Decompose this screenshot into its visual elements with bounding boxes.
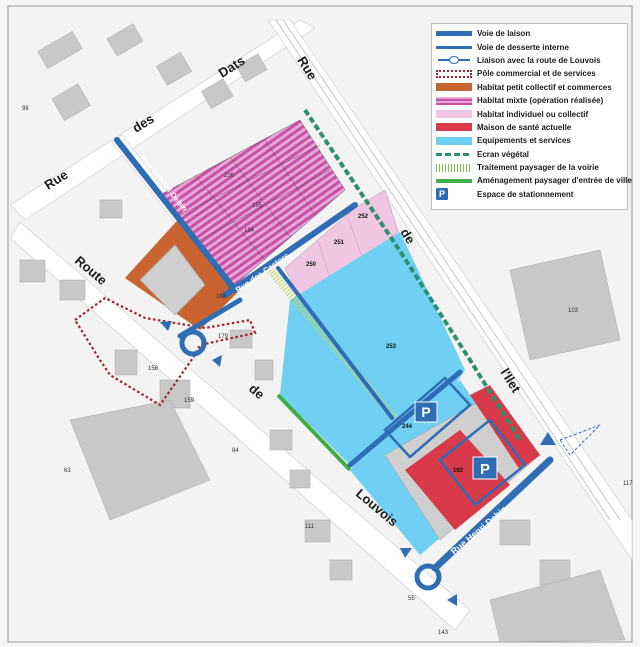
legend-swatch xyxy=(436,152,472,156)
legend-item-traitement: Traitement paysager de la voirie xyxy=(436,161,623,174)
amenagement-entree-ville xyxy=(276,393,352,472)
svg-text:111: 111 xyxy=(305,524,315,530)
legend-swatch xyxy=(436,110,472,119)
svg-text:P: P xyxy=(421,404,430,420)
legend-label: Ecran végétal xyxy=(477,149,530,159)
voie-rue-gabriel-debin xyxy=(114,137,238,293)
zone-habitat-petit-collectif xyxy=(125,212,240,330)
parking-symbol-2: P xyxy=(472,456,498,480)
legend-item-voie-desserte: Voie de desserte interne xyxy=(436,40,623,53)
street-route-de-louvois xyxy=(9,221,471,631)
svg-text:55: 55 xyxy=(408,596,415,602)
map-legend: Voie de laison Voie de desserte interne … xyxy=(431,23,632,210)
legend-swatch xyxy=(436,83,472,92)
legend-swatch xyxy=(436,178,472,183)
svg-text:159: 159 xyxy=(184,398,195,404)
rail-lines xyxy=(275,19,621,521)
svg-text:252: 252 xyxy=(358,214,369,220)
legend-swatch xyxy=(436,123,472,132)
parking-icon: P xyxy=(436,188,448,201)
legend-label: Liaison avec la route de Louvois xyxy=(477,55,601,65)
voie-rue-des-castors xyxy=(222,202,358,298)
svg-text:117: 117 xyxy=(623,481,633,487)
svg-text:251: 251 xyxy=(334,240,345,246)
svg-text:158: 158 xyxy=(148,366,159,372)
legend-label: Espace de stationnement xyxy=(477,189,574,199)
parking-symbol-1: P xyxy=(414,401,438,423)
svg-text:84: 84 xyxy=(232,448,239,454)
legend-item-maison-sante: Maison de santé actuelle xyxy=(436,121,623,134)
zone-pole-commercial xyxy=(73,296,257,407)
legend-swatch xyxy=(436,69,472,78)
svg-text:244: 244 xyxy=(402,424,413,430)
legend-item-habitat-indiv: Habitat individuel ou collectif xyxy=(436,107,623,120)
legend-label: Habitat individuel ou collectif xyxy=(477,109,589,119)
voies-internes xyxy=(114,137,554,572)
legend-swatch xyxy=(436,136,472,145)
svg-text:143: 143 xyxy=(438,630,449,636)
existing-buildings xyxy=(19,23,626,643)
svg-text:192: 192 xyxy=(453,468,464,474)
svg-text:103: 103 xyxy=(568,308,579,314)
legend-label: Pôle commercial et de services xyxy=(477,69,596,79)
svg-text:250: 250 xyxy=(306,262,317,268)
legend-swatch xyxy=(436,96,472,105)
zone-maison-sante-east xyxy=(470,385,540,470)
svg-text:183: 183 xyxy=(216,294,227,300)
zone-maison-sante xyxy=(405,430,510,530)
legend-label: Voie de desserte interne xyxy=(477,42,569,52)
voie-desserte-interne xyxy=(276,266,394,420)
legend-label: Equipements et services xyxy=(477,136,571,146)
legend-item-liaison-louvois: Liaison avec la route de Louvois xyxy=(436,54,623,67)
legend-item-habitat-petit: Habitat petit collectif et commerces xyxy=(436,81,623,94)
label-route-de-louvois-2: de xyxy=(246,381,267,402)
route-arrows-ilet xyxy=(540,424,601,456)
legend-item-ecran: Ecran végétal xyxy=(436,148,623,161)
roundabout-rue-henri-debin xyxy=(400,548,457,606)
svg-text:195: 195 xyxy=(252,203,263,209)
legend-swatch xyxy=(436,55,472,65)
legend-item-voie-liaison: Voie de laison xyxy=(436,27,623,40)
svg-text:63: 63 xyxy=(64,468,71,474)
legend-item-amenagement: Aménagement paysager d'entrée de ville xyxy=(436,174,632,187)
svg-text:236: 236 xyxy=(224,173,235,179)
svg-text:184: 184 xyxy=(244,228,255,234)
ecran-vegetal xyxy=(303,108,522,442)
legend-item-pole-commercial: Pôle commercial et de services xyxy=(436,67,623,80)
roundabout-route-de-louvois xyxy=(160,321,222,367)
voie-liaison-sud xyxy=(347,369,463,468)
voie-rue-henri-debin xyxy=(431,456,554,572)
legend-item-equipements: Equipements et services xyxy=(436,134,623,147)
svg-text:P: P xyxy=(480,461,490,478)
svg-text:179: 179 xyxy=(218,334,229,340)
street-rue-de-lilet xyxy=(267,19,633,561)
legend-item-habitat-mixte: Habitat mixte (opération réalisée) xyxy=(436,94,623,107)
svg-text:253: 253 xyxy=(386,344,397,350)
legend-swatch xyxy=(436,163,472,172)
zone-habitat-mixte-lots xyxy=(179,139,331,261)
legend-label: Aménagement paysager d'entrée de ville xyxy=(477,176,632,186)
legend-swatch xyxy=(436,45,472,49)
legend-label: Habitat mixte (opération réalisée) xyxy=(477,96,604,106)
legend-label: Habitat petit collectif et commerces xyxy=(477,82,612,92)
svg-text:98: 98 xyxy=(22,106,29,112)
legend-item-stationnement: P Espace de stationnement xyxy=(436,188,623,201)
label-rue-de-lilet-2: de xyxy=(397,226,418,247)
parcel-numbers: 253 244 192 252 251 250 236 195 184 183 … xyxy=(22,106,633,636)
parking-outlines xyxy=(383,376,527,507)
legend-label: Voie de laison xyxy=(477,29,531,39)
legend-label: Traitement paysager de la voirie xyxy=(477,163,599,173)
legend-swatch xyxy=(436,31,472,37)
legend-label: Maison de santé actuelle xyxy=(477,122,572,132)
